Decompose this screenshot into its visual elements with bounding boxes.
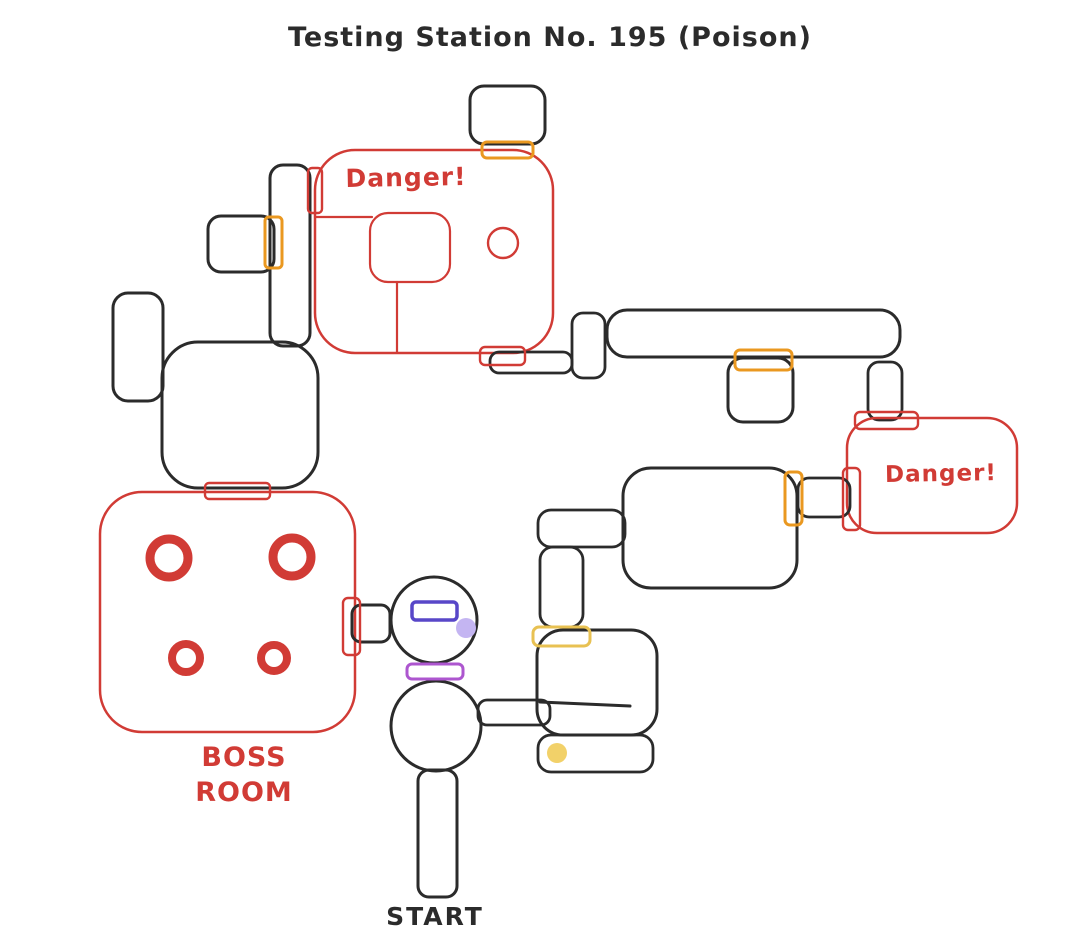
door-yellow-mid (531, 625, 592, 648)
danger-label-top: Danger! (345, 161, 467, 194)
room-below-corridor (726, 356, 795, 424)
boss-pillar-top-left (145, 534, 193, 582)
room-center-bottom-wide (536, 733, 655, 774)
boss-pillar-bottom-right (257, 641, 291, 675)
door-purple-circles (405, 662, 465, 681)
door-orange-mid-big-east (783, 470, 804, 527)
danger-room-top-inner-cell (368, 211, 452, 284)
room-left-big (160, 340, 320, 490)
room-mid-big (621, 466, 799, 590)
corridor-start (416, 768, 459, 899)
door-orange-top-room (480, 140, 535, 160)
room-mid-horizontal (536, 508, 627, 549)
room-below-red-door (488, 350, 574, 375)
boss-exit-stub (350, 603, 392, 644)
door-red-danger-right-west (841, 466, 862, 532)
boss-room (98, 490, 357, 734)
room-right-vertical-small (866, 360, 904, 422)
door-red-boss-east (341, 596, 362, 657)
door-orange-corridor-long (733, 348, 794, 372)
map-title: Testing Station No. 195 (Poison) (288, 22, 812, 53)
item-yellow-circle (547, 743, 567, 763)
room-mid-vertical (538, 545, 585, 629)
room-center-inner-wall (538, 700, 632, 708)
danger-room-right (845, 416, 1019, 535)
door-red-danger-top-south (478, 345, 527, 367)
door-red-boss-north (203, 481, 272, 501)
room-topleft-small (206, 214, 276, 274)
boss-pillar-bottom-left (168, 640, 204, 676)
danger-room-top-hazard-circle (486, 226, 520, 260)
corridor-left-vertical (268, 163, 312, 348)
door-orange-topleft-room (263, 215, 284, 270)
corridor-to-right-danger (796, 476, 852, 519)
connector-vertical-small (570, 311, 607, 380)
start-label: START (386, 902, 484, 931)
marker-indigo-rect (410, 600, 459, 622)
item-lavender-circle (456, 618, 476, 638)
room-circle-lower (389, 679, 483, 773)
room-top-small (468, 84, 547, 146)
boss-pillar-top-right (268, 533, 316, 581)
room-left-tall (111, 291, 165, 403)
danger-label-right: Danger! (884, 460, 998, 488)
boss-room-label: BOSS ROOM (195, 742, 293, 809)
danger-room-top (313, 148, 555, 355)
door-red-corridor-west (306, 166, 324, 215)
door-red-danger-right-north (853, 410, 920, 431)
